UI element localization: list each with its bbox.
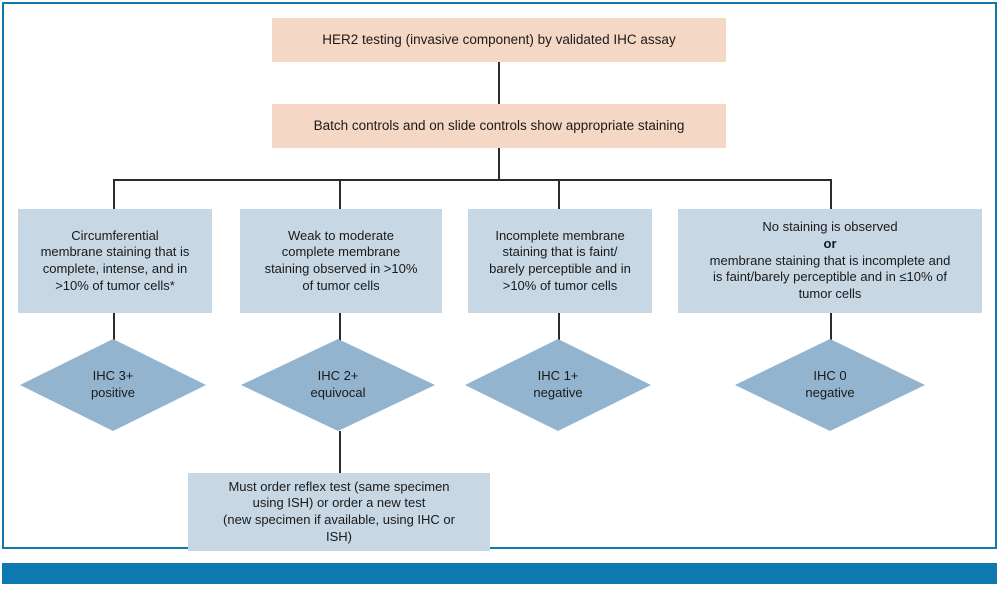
reflex-line-1: Must order reflex test (same specimen [228, 478, 450, 494]
connector-controls-stem [498, 148, 500, 180]
connector-result-2plus-to-reflex [339, 431, 341, 473]
node-batch-controls-label: Batch controls and on slide controls sho… [313, 118, 685, 134]
reflex-line-2: using ISH) or order a new test [252, 495, 426, 511]
criteria-0-line-1: No staining is observed [762, 219, 898, 235]
connector-criteria-2plus-to-result [339, 313, 341, 343]
node-her2-testing: HER2 testing (invasive component) by val… [272, 18, 726, 62]
node-result-ihc-2plus: IHC 2+ equivocal [241, 339, 435, 431]
connector-branch-2 [339, 179, 341, 209]
criteria-3plus-line-4: >10% of tumor cells* [55, 277, 175, 293]
criteria-0-line-4: is faint/barely perceptible and in ≤10% … [712, 269, 948, 285]
node-criteria-1plus: Incomplete membrane staining that is fai… [468, 209, 652, 313]
result-ihc-3plus-line-2: positive [90, 385, 136, 400]
criteria-3plus-line-1: Circumferential [71, 227, 159, 243]
result-ihc-1plus-line-2: negative [533, 385, 583, 400]
footer-accent-bar [2, 563, 997, 584]
connector-criteria-3plus-to-result [113, 313, 115, 343]
criteria-3plus-line-2: membrane staining that is [40, 244, 190, 260]
connector-branch-3 [558, 179, 560, 209]
connector-criteria-1plus-to-result [558, 313, 560, 343]
criteria-1plus-line-3: barely perceptible and in [489, 261, 631, 276]
node-batch-controls: Batch controls and on slide controls sho… [272, 104, 726, 148]
node-her2-testing-label: HER2 testing (invasive component) by val… [322, 32, 676, 48]
criteria-0-line-2: or [823, 236, 837, 252]
criteria-2plus-line-4: of tumor cells [302, 277, 380, 293]
connector-criteria-0-to-result [830, 313, 832, 343]
result-ihc-1plus-line-1: IHC 1+ [537, 368, 579, 384]
criteria-2plus-line-3: staining observed in >10% [264, 261, 418, 276]
node-result-ihc-3plus: IHC 3+ positive [20, 339, 206, 431]
criteria-0-line-5: tumor cells [798, 285, 862, 301]
criteria-2plus-line-1: Weak to moderate [288, 227, 394, 243]
result-ihc-0-line-1: IHC 0 [813, 368, 847, 384]
node-reflex-test: Must order reflex test (same specimen us… [188, 473, 490, 551]
criteria-1plus-line-4: >10% of tumor cells [502, 277, 618, 293]
connector-branch-1 [113, 179, 115, 209]
reflex-line-3: (new specimen if available, using IHC or [223, 512, 455, 527]
criteria-1plus-line-1: Incomplete membrane [495, 227, 625, 243]
node-criteria-0: No staining is observed or membrane stai… [678, 209, 982, 313]
node-criteria-2plus: Weak to moderate complete membrane stain… [240, 209, 442, 313]
result-ihc-3plus-line-1: IHC 3+ [92, 368, 134, 384]
reflex-line-4: ISH) [326, 528, 352, 544]
connector-branch-4 [830, 179, 832, 209]
result-ihc-2plus-line-2: equivocal [310, 385, 366, 400]
node-result-ihc-0: IHC 0 negative [735, 339, 925, 431]
node-result-ihc-1plus: IHC 1+ negative [465, 339, 651, 431]
connector-branch-bus [113, 179, 831, 181]
criteria-1plus-line-2: staining that is faint/ [502, 244, 618, 260]
node-criteria-3plus: Circumferential membrane staining that i… [18, 209, 212, 313]
criteria-2plus-line-2: complete membrane [281, 244, 401, 260]
criteria-0-line-3: membrane staining that is incomplete and [709, 252, 951, 268]
result-ihc-0-line-2: negative [805, 385, 855, 400]
connector-start-to-controls [498, 62, 500, 104]
criteria-3plus-line-3: complete, intense, and in [42, 261, 188, 276]
result-ihc-2plus-line-1: IHC 2+ [317, 368, 359, 384]
